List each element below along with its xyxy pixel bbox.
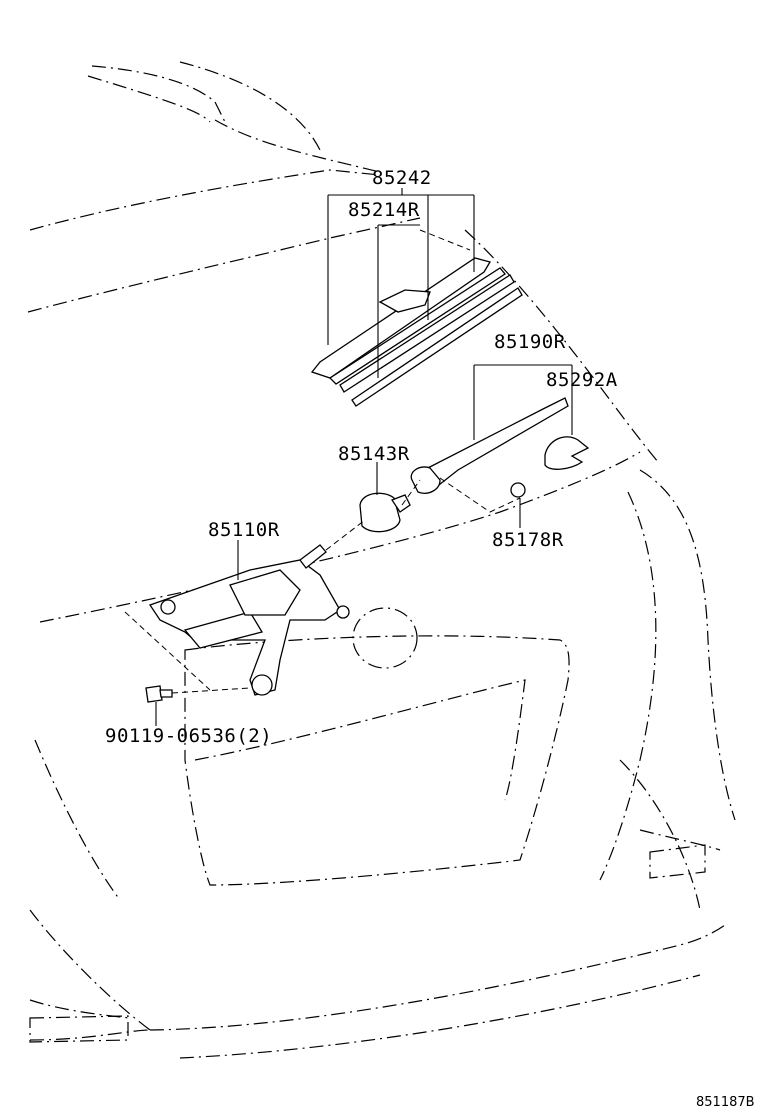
label-85214r: 85214R	[348, 199, 420, 221]
wiper-arm	[410, 397, 569, 494]
label-85190r: 85190R	[494, 331, 566, 353]
wiper-arm-cap	[544, 436, 590, 470]
grommet	[510, 482, 526, 498]
label-85178r: 85178R	[492, 529, 564, 551]
pivot-nut	[359, 492, 411, 533]
label-85110r: 85110R	[208, 519, 280, 541]
part-labels: 85242 85214R 85190R 85292A 85143R 85178R…	[105, 167, 618, 747]
label-85242: 85242	[372, 167, 432, 189]
label-85143r: 85143R	[338, 443, 410, 465]
bolt	[145, 685, 173, 703]
wiper-blade-assembly	[310, 257, 523, 407]
wiper-motor	[148, 544, 350, 696]
label-85292a: 85292A	[546, 369, 618, 391]
figure-id: 851187B	[696, 1095, 755, 1110]
assembly-guides	[124, 229, 521, 694]
vehicle-body-outline	[27, 61, 736, 1059]
label-90119-06536: 90119-06536(2)	[105, 725, 272, 747]
leader-lines	[155, 188, 573, 726]
